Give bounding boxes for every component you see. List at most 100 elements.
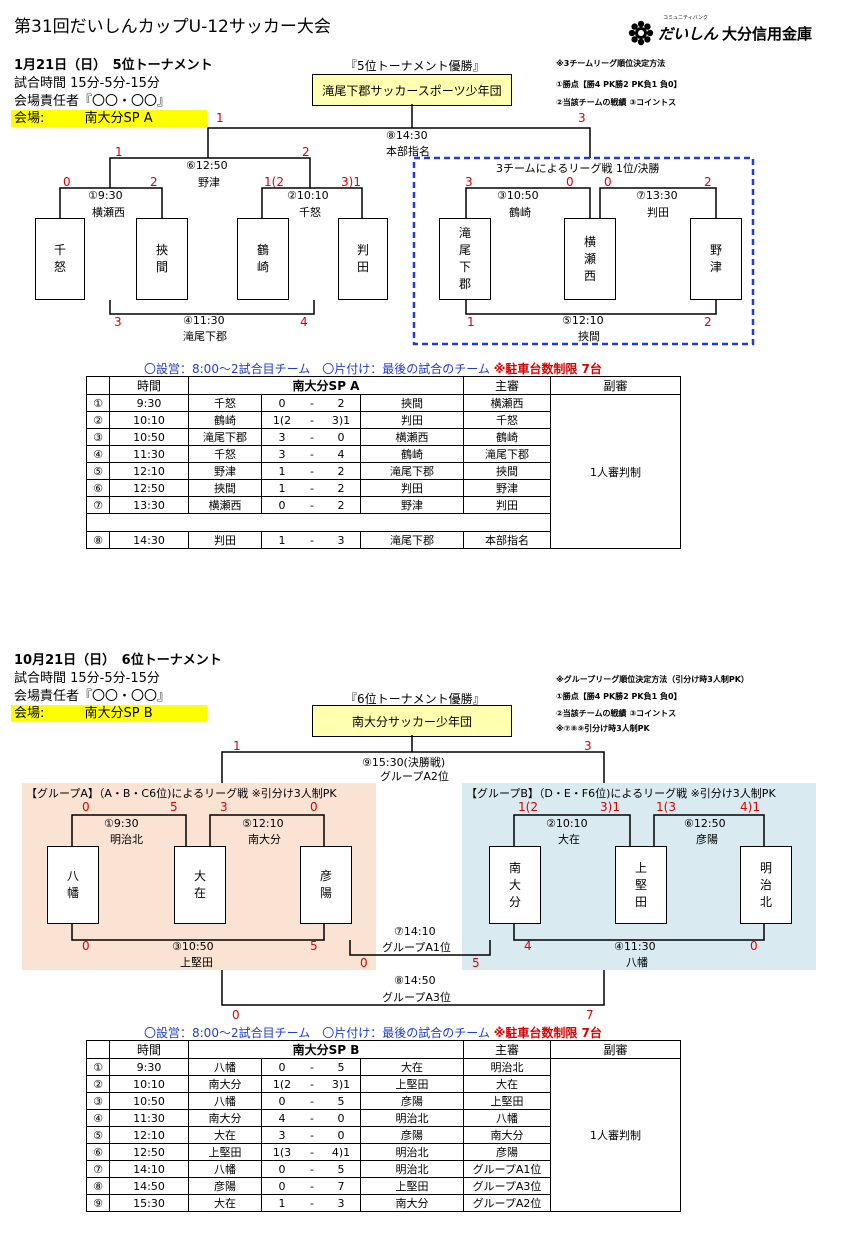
cell-team2: 上堅田 xyxy=(360,1075,464,1093)
cell-team2: 彦陽 xyxy=(360,1092,464,1110)
s1-final-right-score: 3 xyxy=(578,111,586,125)
s2-m8-left-score: 0 xyxy=(232,1008,240,1022)
cell-score1: 0 xyxy=(261,1092,302,1110)
s2-schedule-table: 時間 南大分SP B 主審 副審 ① 9:30 八幡 0 - 5 大在 明治北 … xyxy=(86,1040,681,1212)
cell-score1: 1 xyxy=(261,1194,302,1212)
s1-notice: 〇設営：8:00～2試合目チーム 〇片付け：最後の試合のチーム ※駐車台数制限 … xyxy=(144,360,602,377)
cell-referee: 八幡 xyxy=(463,1109,551,1127)
header-venue: 南大分SP B xyxy=(188,1040,464,1059)
cell-score1: 1(2 xyxy=(261,1075,302,1093)
s1-m2-ref: 千怒 xyxy=(299,206,321,219)
cell-score2: 5 xyxy=(322,1160,361,1178)
s1-m2-right-score: 3)1 xyxy=(341,175,361,189)
s2-date: 10月21日（日） 6位トーナメント xyxy=(14,653,222,668)
cell-team1: 南大分 xyxy=(188,1075,262,1093)
s1-m6-right-score: 2 xyxy=(302,145,310,159)
s1-winner-box: 滝尾下郡サッカースポーツ少年団 xyxy=(312,74,512,106)
cell-team2: 判田 xyxy=(360,411,464,429)
cell-dash: - xyxy=(302,1126,322,1144)
s1-m1-right-score: 2 xyxy=(150,175,158,189)
s2-m8-ref: グループA3位 xyxy=(382,991,451,1004)
cell-referee: グループA3位 xyxy=(463,1177,551,1195)
s1-schedule-table: 時間 南大分SP A 主審 副審 ① 9:30 千怒 0 - 2 挾間 横瀬西 … xyxy=(86,376,681,549)
s1-m4-time: ④11:30 xyxy=(183,314,225,327)
s2-m3-right-score: 5 xyxy=(310,939,318,953)
s1-m6-ref: 野津 xyxy=(198,176,220,189)
team-name: 明 治 北 xyxy=(759,860,772,909)
cell-team1: 滝尾下郡 xyxy=(188,428,262,446)
cell-score2: 5 xyxy=(322,1092,361,1110)
s2-venue: 南大分SP B xyxy=(84,706,153,721)
cell-team2: 明治北 xyxy=(360,1109,464,1127)
s2-notice-text: 〇設営：8:00～2試合目チーム 〇片付け：最後の試合のチーム xyxy=(144,1026,490,1040)
s2-venue-label: 会場: xyxy=(14,706,45,721)
cell-dash: - xyxy=(302,1160,322,1178)
header-time: 時間 xyxy=(109,1040,189,1059)
cell-team2: 滝尾下郡 xyxy=(360,531,464,549)
team-name: 八 幡 xyxy=(66,869,79,900)
cell-dash: - xyxy=(302,531,322,549)
cell-time: 12:50 xyxy=(109,479,189,497)
s1-league-title: 3チームによるリーグ戦 1位/決勝 xyxy=(496,162,660,175)
logo-tagline: コミュニティバンク xyxy=(663,15,708,21)
cell-team2: 明治北 xyxy=(360,1143,464,1161)
s1-team-box: 野 津 xyxy=(690,218,742,300)
cell-team2: 南大分 xyxy=(360,1194,464,1212)
s2-m2-time: ②10:10 xyxy=(546,817,588,830)
cell-referee: 明治北 xyxy=(463,1058,551,1076)
cell-score2: 0 xyxy=(322,1126,361,1144)
cell-no: ④ xyxy=(86,1109,110,1127)
s1-m7-left-score: 0 xyxy=(604,175,612,189)
s1-m3-ref: 鶴崎 xyxy=(509,206,531,219)
cell-dash: - xyxy=(302,1092,322,1110)
cell-no: ⑧ xyxy=(86,531,110,549)
s1-m7-time: ⑦13:30 xyxy=(636,189,678,202)
cell-time: 14:10 xyxy=(109,1160,189,1178)
s1-m1-ref: 横瀬西 xyxy=(92,206,125,219)
s2-venue-bar: 会場: 南大分SP B xyxy=(11,705,207,722)
s1-m2-time: ②10:10 xyxy=(287,189,329,202)
s1-m4-ref: 滝尾下郡 xyxy=(183,330,227,343)
s2-m7-time: ⑦14:10 xyxy=(394,925,436,938)
cell-team2: 明治北 xyxy=(360,1160,464,1178)
s2-m5-ref: 南大分 xyxy=(248,833,281,846)
s1-m6-left-score: 1 xyxy=(115,145,123,159)
table-row: ⑥ 12:50 上堅田 1(3 - 4)1 明治北 彦陽 xyxy=(86,1143,681,1161)
s1-m1-time: ①9:30 xyxy=(88,189,123,202)
s1-manager: 会場責任者『〇〇・〇〇』 xyxy=(14,94,171,109)
s1-date: 1月21日（日） 5位トーナメント xyxy=(14,58,213,73)
cell-no: ① xyxy=(86,1058,110,1076)
table-row: ⑤ 12:10 大在 3 - 0 彦陽 南大分 xyxy=(86,1126,681,1144)
s1-m2-left-score: 1(2 xyxy=(264,175,284,189)
s2-m2-ref: 大在 xyxy=(558,833,580,846)
s2-m5-time: ⑤12:10 xyxy=(242,817,284,830)
cell-referee: 判田 xyxy=(463,496,551,514)
s1-m5-left-score: 1 xyxy=(467,315,475,329)
cell-no: ⑥ xyxy=(86,1143,110,1161)
cell-team2: 大在 xyxy=(360,1058,464,1076)
cell-team1: 大在 xyxy=(188,1194,262,1212)
s1-m3-time: ③10:50 xyxy=(497,189,539,202)
cell-referee: 南大分 xyxy=(463,1126,551,1144)
s2-winner: 南大分サッカー少年団 xyxy=(351,714,472,729)
cell-assistant: 1人審判制 xyxy=(550,1058,681,1212)
table-row: ⑧ 14:50 彦陽 0 - 7 上堅田 グループA3位 xyxy=(86,1177,681,1195)
cell-dash: - xyxy=(302,1177,322,1195)
s1-team-box: 判 田 xyxy=(338,218,388,300)
cell-team1: 南大分 xyxy=(188,1109,262,1127)
cell-score2: 7 xyxy=(322,1177,361,1195)
s1-m7-ref: 判田 xyxy=(647,206,669,219)
cell-referee: グループA1位 xyxy=(463,1160,551,1178)
cell-team1: 八幡 xyxy=(188,1058,262,1076)
table-row: ⑦ 13:30 横瀬西 0 - 2 野津 判田 xyxy=(86,496,681,514)
s1-team-box: 滝 尾 下 郡 xyxy=(439,218,491,300)
s2-m4-right-score: 0 xyxy=(750,939,758,953)
cell-team1: 挾間 xyxy=(188,479,262,497)
header-assistant: 副審 xyxy=(550,1040,681,1059)
table-row: ⑨ 15:30 大在 1 - 3 南大分 グループA2位 xyxy=(86,1194,681,1212)
cell-score1: 1 xyxy=(261,531,302,549)
s2-m3-ref: 上堅田 xyxy=(180,956,213,969)
cell-team2: 滝尾下郡 xyxy=(360,462,464,480)
s2-m2-left-score: 1(2 xyxy=(518,800,538,814)
